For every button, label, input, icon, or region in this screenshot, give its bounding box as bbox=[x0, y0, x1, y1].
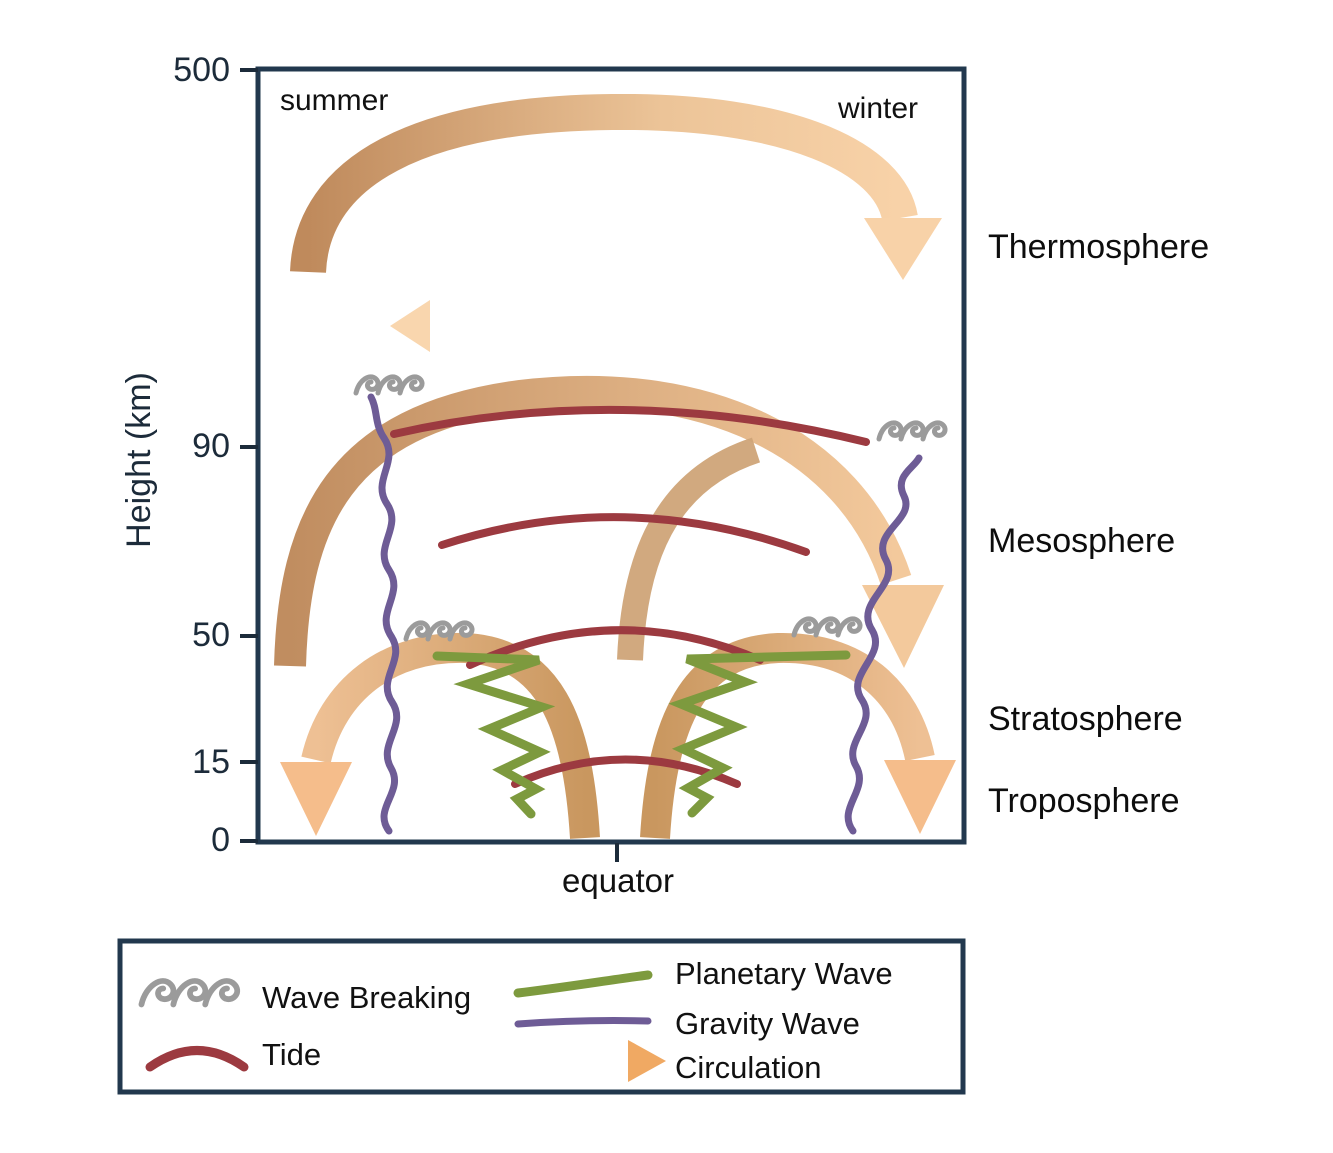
thermosphere-circulation-arc bbox=[290, 93, 918, 274]
tide-arc-mid-upper bbox=[438, 513, 810, 556]
circulation-arrows bbox=[274, 93, 956, 839]
planetary-waves bbox=[432, 650, 851, 819]
legend-planetary-wave-icon bbox=[513, 970, 653, 998]
season-label-winter: winter bbox=[838, 92, 919, 125]
layer-label-mesosphere: Mesosphere bbox=[988, 522, 1176, 560]
legend-label-gravity-wave: Gravity Wave bbox=[675, 1006, 860, 1041]
legend-circulation-icon-arrowhead bbox=[628, 1040, 666, 1082]
y-tick-label-15: 15 bbox=[192, 743, 230, 781]
planetary-wave-right bbox=[668, 650, 851, 818]
planetary-wave-left bbox=[432, 651, 556, 819]
stratosphere-cell-right-arc bbox=[640, 632, 935, 839]
plot-box-border bbox=[255, 66, 967, 845]
legend-label-planetary-wave: Planetary Wave bbox=[675, 956, 893, 991]
wave-breaking-icon bbox=[794, 619, 860, 635]
thermosphere-circulation-arrowhead bbox=[864, 218, 942, 280]
y-tick-label-0: 0 bbox=[211, 821, 230, 859]
legend-label-circulation: Circulation bbox=[675, 1050, 822, 1085]
gravity-wave-right bbox=[844, 454, 923, 835]
mesosphere-circulation-arc bbox=[274, 375, 912, 667]
plot-frame bbox=[240, 66, 967, 862]
x-axis-label-equator: equator bbox=[562, 862, 674, 899]
y-tick-label-500: 500 bbox=[173, 51, 230, 89]
y-tick-label-90: 90 bbox=[192, 427, 230, 465]
legend-wave-breaking-icon bbox=[141, 981, 237, 1004]
layer-label-thermosphere: Thermosphere bbox=[988, 228, 1210, 266]
legend-box-border bbox=[117, 938, 966, 1095]
wave-breaking-icon bbox=[879, 423, 945, 439]
legend-label-wave-breaking: Wave Breaking bbox=[262, 980, 472, 1015]
gravity-waves bbox=[367, 393, 923, 835]
tide-arc-mid-lower bbox=[466, 626, 764, 669]
mesosphere-inner-branch bbox=[617, 437, 761, 661]
layer-label-stratosphere: Stratosphere bbox=[988, 700, 1183, 738]
legend-graphics bbox=[117, 938, 966, 1095]
stratosphere-cell-right-arrowhead bbox=[884, 760, 956, 834]
axis-ticks bbox=[240, 68, 619, 862]
legend-tide-icon bbox=[145, 1046, 249, 1072]
stratosphere-cell-left-arc bbox=[301, 632, 600, 839]
season-label-summer: summer bbox=[280, 84, 389, 117]
legend-gravity-wave-icon bbox=[514, 1017, 652, 1028]
legend-label-tide: Tide bbox=[262, 1037, 322, 1072]
layer-label-troposphere: Troposphere bbox=[988, 782, 1180, 820]
stratosphere-cell-left-arrowhead bbox=[280, 762, 352, 836]
y-tick-label-50: 50 bbox=[192, 616, 230, 654]
mesosphere-circulation-arrowhead bbox=[862, 585, 944, 668]
tide-arc-upper bbox=[390, 405, 870, 446]
horizontal-wind-arrowhead bbox=[390, 300, 430, 352]
wave-breaking-icon bbox=[356, 377, 422, 393]
gravity-wave-left bbox=[367, 393, 401, 835]
